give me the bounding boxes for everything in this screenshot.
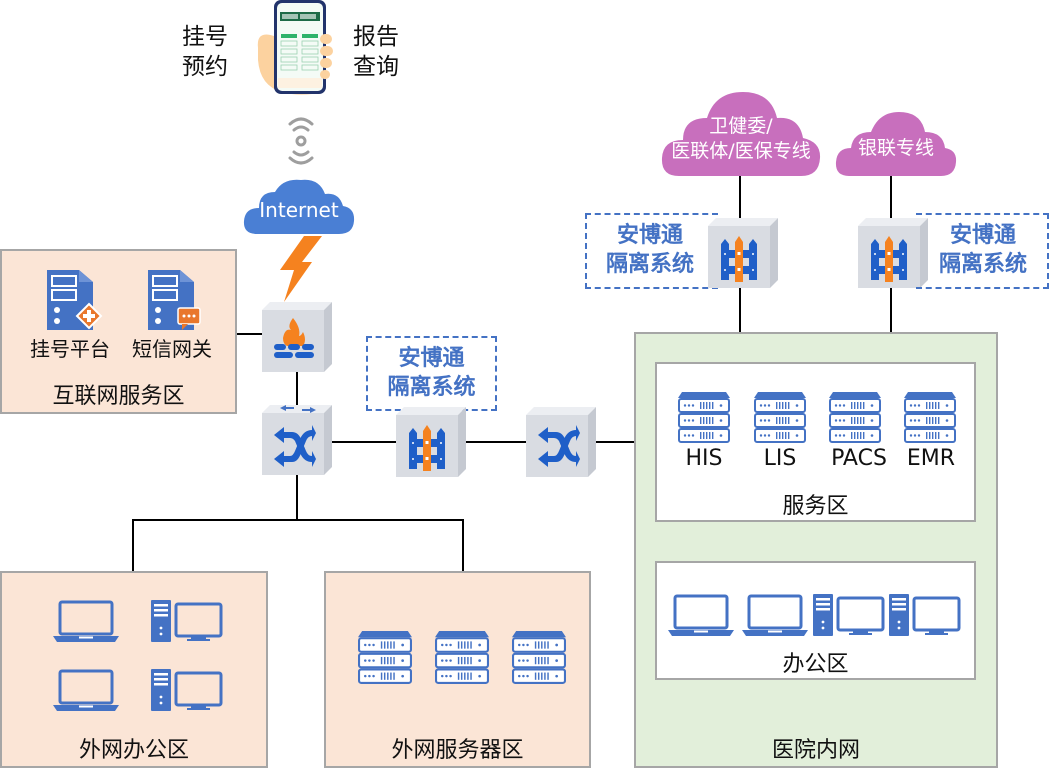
server-rack-icon <box>512 631 566 685</box>
appointment-label-line1: 挂号 <box>182 24 228 50</box>
firewall-device[interactable] <box>262 302 332 372</box>
desktop-computer-icon <box>151 669 223 711</box>
link-branch-office <box>132 519 134 571</box>
isolation-label-right: 安博通 隔离系统 <box>918 221 1048 279</box>
isolation-label-left-line2: 隔离系统 <box>605 252 694 277</box>
appointment-label-line2: 预约 <box>182 54 228 80</box>
isolation-device-middle[interactable] <box>396 407 466 477</box>
report-query-label: 报告 查询 <box>353 22 399 82</box>
desktop-computer-icon <box>151 600 223 642</box>
external-office-zone-title: 外网办公区 <box>78 738 189 763</box>
intranet-office-zone-title: 办公区 <box>782 652 849 677</box>
health-network-label-line2: 医联体/医保专线 <box>671 140 811 162</box>
isolation-label-left: 安博通 隔离系统 <box>585 221 715 279</box>
emr-server-icon <box>904 392 956 444</box>
laptop-icon <box>668 594 734 636</box>
internet-service-zone-title: 互联网服务区 <box>52 384 185 409</box>
report-query-label-line1: 报告 <box>353 24 399 50</box>
laptop-icon <box>742 594 808 636</box>
link-branch-servers <box>462 519 464 571</box>
external-server-zone-title: 外网服务器区 <box>391 738 524 763</box>
unionpay-label: 银联专线 <box>857 137 934 159</box>
switch-top-arrows-icon <box>280 405 316 413</box>
firewall-icon <box>274 318 314 358</box>
mobile-phone-icon <box>257 0 333 95</box>
core-switch-device[interactable] <box>262 405 332 475</box>
fence-icon <box>869 236 909 282</box>
wifi-icon <box>288 117 314 165</box>
link-core-switch-to-isolation <box>331 441 396 443</box>
sms-gateway-label: 短信网关 <box>132 337 212 361</box>
lightning-icon <box>280 236 322 302</box>
link-core-switch-down <box>296 474 298 520</box>
registration-server-icon <box>47 270 103 330</box>
his-server-icon <box>678 392 730 444</box>
isolation-label-middle-line2: 隔离系统 <box>387 375 476 400</box>
isolation-device-left[interactable] <box>708 218 778 288</box>
link-isolation-to-switch <box>464 441 526 443</box>
laptop-icon <box>53 669 119 711</box>
appointment-label: 挂号 预约 <box>182 22 228 82</box>
external-office-zone <box>0 571 268 768</box>
link-unionpay-cloud-down <box>890 176 892 218</box>
health-network-cloud-icon <box>661 92 821 176</box>
unionpay-cloud-icon <box>835 112 957 176</box>
pacs-label: PACS <box>831 446 887 471</box>
his-label: HIS <box>685 446 723 471</box>
switch-arrows-icon <box>534 423 580 469</box>
health-network-label: 卫健委/ 医联体/医保专线 <box>661 114 821 164</box>
link-unionpay-isolation-down <box>890 286 892 332</box>
pacs-server-icon <box>829 392 881 444</box>
internet-service-zone <box>0 249 237 414</box>
isolation-label-box-left <box>585 213 718 289</box>
internet-label: Internet <box>259 198 339 222</box>
fence-icon <box>719 236 759 282</box>
lis-server-icon <box>754 392 806 444</box>
server-rack-icon <box>435 631 489 685</box>
server-rack-icon <box>358 631 412 685</box>
intranet-switch-device[interactable] <box>526 407 596 477</box>
fence-icon <box>407 425 447 471</box>
link-health-isolation-down <box>739 286 741 332</box>
link-health-cloud-down <box>739 176 741 218</box>
desktop-computer-icon <box>813 594 885 636</box>
internet-cloud-icon <box>243 179 355 234</box>
hospital-intranet-title: 医院内网 <box>771 738 860 763</box>
health-network-label-line1: 卫健委/ <box>709 115 773 137</box>
isolation-label-middle: 安博通 隔离系统 <box>366 344 497 402</box>
isolation-label-middle-line1: 安博通 <box>398 346 465 371</box>
intranet-service-zone-title: 服务区 <box>782 494 849 519</box>
link-firewall-to-core-switch <box>296 370 298 406</box>
emr-label: EMR <box>906 446 956 471</box>
desktop-computer-icon <box>889 594 961 636</box>
isolation-label-right-line1: 安博通 <box>949 223 1016 248</box>
lis-label: LIS <box>763 446 797 471</box>
switch-arrows-icon <box>270 423 316 469</box>
laptop-icon <box>53 600 119 642</box>
link-service-to-firewall <box>237 333 262 335</box>
isolation-label-box-right <box>916 213 1049 289</box>
sms-gateway-server-icon <box>148 270 201 330</box>
link-branch-horizontal <box>132 519 464 521</box>
report-query-label-line2: 查询 <box>353 54 399 80</box>
isolation-label-right-line2: 隔离系统 <box>938 252 1027 277</box>
link-switch-to-intranet <box>596 441 634 443</box>
isolation-label-left-line1: 安博通 <box>616 223 683 248</box>
registration-platform-label: 挂号平台 <box>30 337 110 361</box>
